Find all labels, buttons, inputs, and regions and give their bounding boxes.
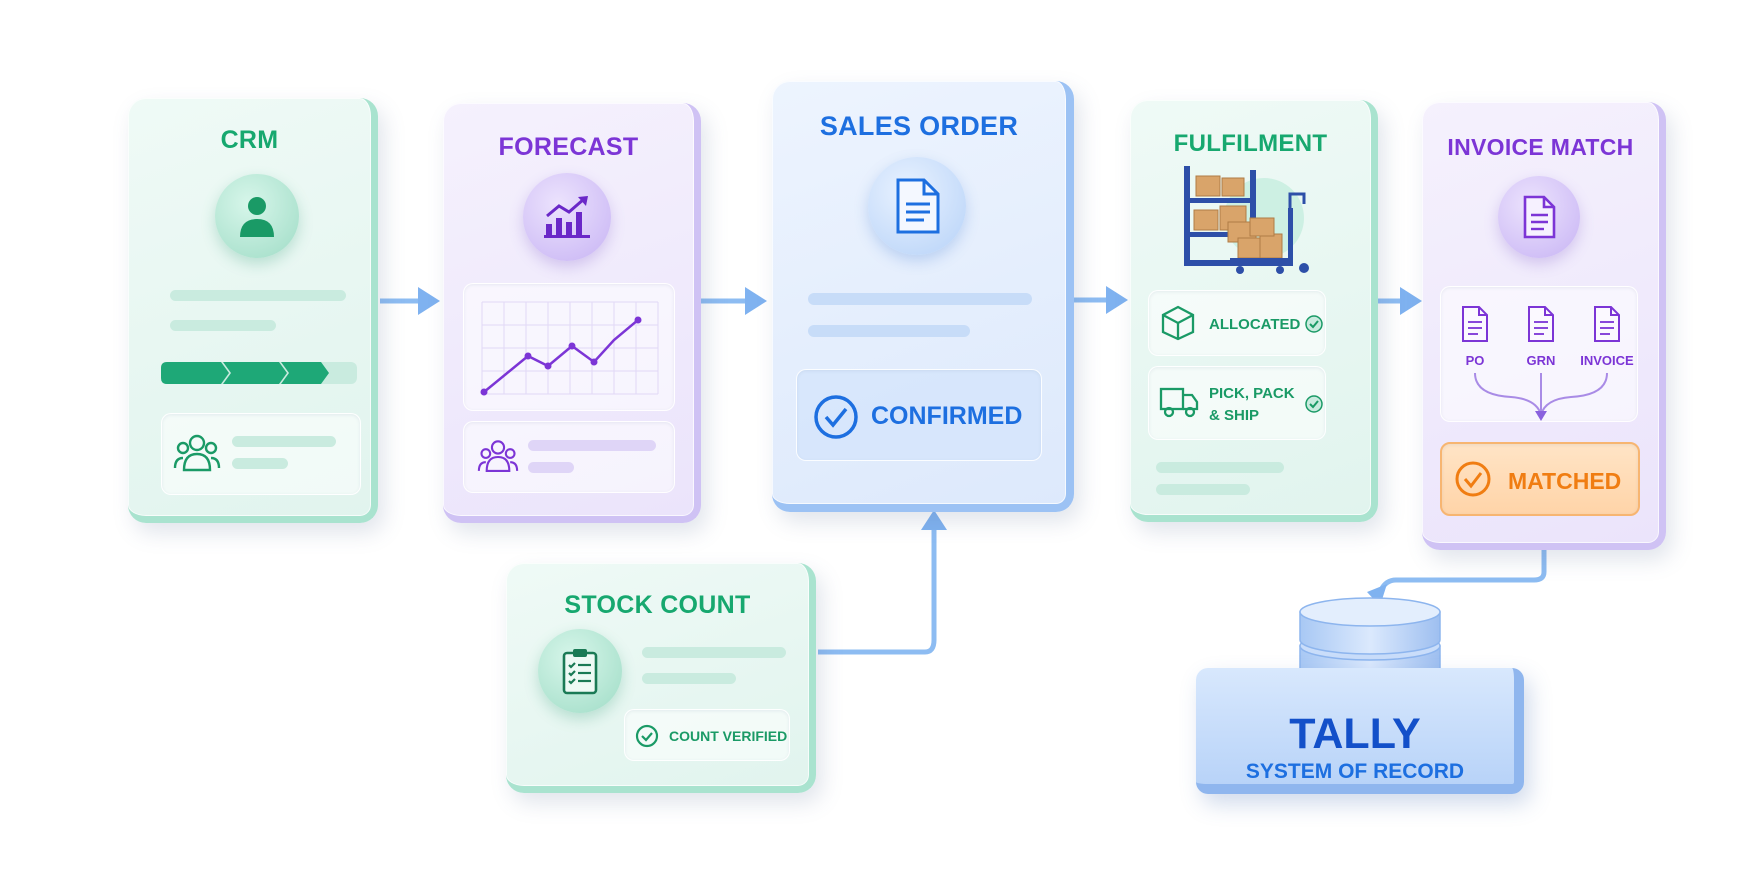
group-icon (173, 434, 221, 472)
doc-label-po: PO (1465, 353, 1485, 368)
crm-line-1 (170, 290, 346, 301)
sales-line-2 (808, 325, 970, 337)
crm-pipeline-bar (161, 362, 357, 384)
user-icon (240, 197, 274, 237)
forecast-line-chart (480, 301, 659, 396)
invoice-match-title: INVOICE MATCH (1447, 134, 1634, 160)
sales-order-card: SALES ORDER CONFIRMED (772, 81, 1074, 512)
count-verified-panel: COUNT VERIFIED (624, 709, 790, 761)
tally-subtitle: SYSTEM OF RECORD (1245, 760, 1465, 783)
sales-order-title: SALES ORDER (819, 111, 1019, 141)
stock-line-1 (642, 647, 786, 658)
stock-clipboard-circle (538, 629, 622, 713)
ship-label: & SHIP (1209, 407, 1260, 424)
doc-label-invoice: INVOICE (1580, 353, 1634, 368)
stock-count-card: STOCK COUNT COUNT VERIFIED (506, 563, 816, 793)
fulfilment-title: FULFILMENT (1173, 130, 1328, 157)
warehouse-pallet-icon (1184, 166, 1309, 274)
ship-check-icon (1305, 395, 1323, 413)
allocated-panel: ALLOCATED (1148, 290, 1326, 356)
forecast-chart-panel (463, 283, 675, 411)
forecast-title: FORECAST (498, 133, 639, 161)
pick-pack-ship-panel: PICK, PACK & SHIP (1148, 366, 1326, 440)
forecast-chart-circle (523, 173, 611, 261)
verified-check-icon (635, 724, 659, 748)
doc-label-grn: GRN (1526, 353, 1556, 368)
arrow-stock-to-sales (818, 528, 937, 655)
matched-label: MATCHED (1508, 468, 1622, 494)
truck-icon (1159, 387, 1199, 418)
matched-status-panel: MATCHED (1440, 442, 1640, 516)
tally-title: TALLY (1289, 710, 1421, 758)
check-circle-icon (814, 395, 858, 439)
allocated-check-icon (1305, 315, 1323, 333)
pick-pack-label: PICK, PACK (1209, 385, 1295, 402)
crm-user-circle (215, 174, 299, 258)
po-doc-icon (1462, 306, 1488, 342)
fulfilment-line-2 (1156, 484, 1250, 495)
fulfilment-line-1 (1156, 462, 1284, 473)
clipboard-checklist-icon (562, 649, 598, 695)
forecast-panel-line-2 (528, 462, 574, 473)
team-icon (477, 440, 519, 472)
matched-check-icon (1455, 461, 1491, 497)
count-verified-label: COUNT VERIFIED (669, 728, 788, 744)
grn-doc-icon (1528, 306, 1554, 342)
crm-card: CRM (128, 98, 378, 523)
stock-line-2 (642, 673, 736, 684)
sales-order-doc-circle (868, 157, 966, 255)
document-icon (896, 178, 940, 234)
forecast-team-panel (463, 421, 675, 493)
box-icon (1161, 305, 1195, 341)
crm-contacts-panel (161, 413, 361, 495)
crm-line-2 (170, 320, 276, 331)
stock-count-title: STOCK COUNT (564, 591, 751, 619)
confirmed-label: CONFIRMED (871, 402, 1023, 430)
merge-arrows (1474, 372, 1608, 421)
invoice-doc-circle (1498, 176, 1580, 258)
crm-panel-line-2 (232, 458, 288, 469)
three-way-match-panel: PO GRN INVOICE (1440, 286, 1638, 422)
arrow-invoice-to-tally (1378, 548, 1547, 592)
crm-panel-line-1 (232, 436, 336, 447)
fulfilment-card: FULFILMENT (1130, 100, 1378, 522)
tally-base: TALLY SYSTEM OF RECORD (1196, 668, 1524, 794)
growth-chart-icon (544, 196, 590, 238)
invoice-document-icon (1523, 195, 1556, 239)
confirmed-status-panel: CONFIRMED (796, 369, 1042, 461)
allocated-label: ALLOCATED (1209, 316, 1301, 333)
invoice-doc-small-icon (1594, 306, 1620, 342)
forecast-panel-line-1 (528, 440, 656, 451)
invoice-match-card: INVOICE MATCH P (1422, 102, 1666, 550)
sales-line-1 (808, 293, 1032, 305)
forecast-card: FORECAST (443, 103, 701, 523)
crm-title: CRM (220, 126, 279, 154)
